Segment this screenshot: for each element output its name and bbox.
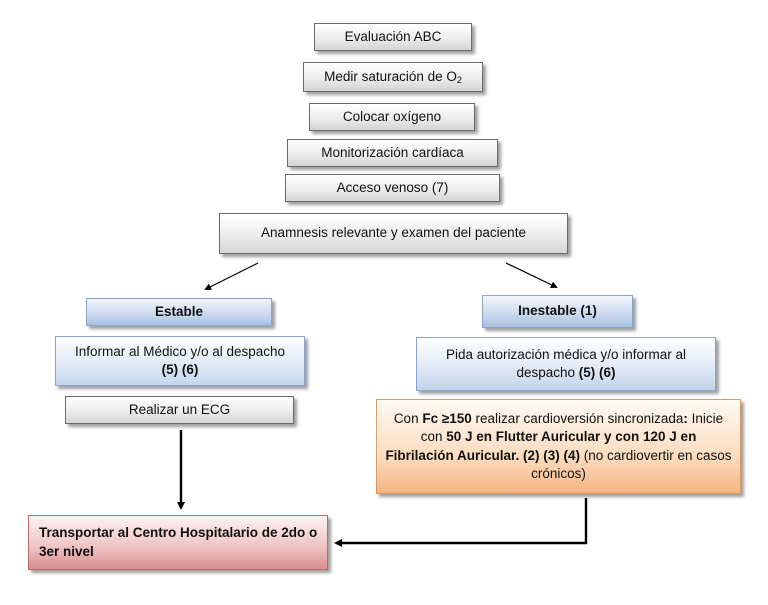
cardio-part-4: (no cardiovertir en casos crónicos) bbox=[531, 447, 732, 481]
stable-title: Estable bbox=[154, 303, 204, 319]
o2-subscript: 2 bbox=[456, 74, 462, 85]
cardio-energy: 50 J en Flutter Auricular y con 120 J en… bbox=[385, 429, 697, 463]
cardioversion-box: Con Fc ≥150 realizar cardioversión sincr… bbox=[376, 399, 741, 494]
cardio-part-1: Con bbox=[393, 411, 423, 427]
step-saturation: Medir saturación de O2 bbox=[303, 62, 483, 92]
unstable-auth-text: Pida autorización médica y/o informar al… bbox=[417, 346, 715, 382]
stable-inform-text: Informar al Médico y/o al despacho (5) (6… bbox=[75, 343, 285, 379]
stable-inform-box: Informar al Médico y/o al despacho (5) (6… bbox=[55, 336, 305, 386]
step-oxygen-label: Colocar oxígeno bbox=[342, 108, 442, 124]
step-venous: Acceso venoso (7) bbox=[285, 174, 500, 202]
stable-inform-refs: (5) (6) bbox=[161, 362, 199, 377]
saturation-text: Medir saturación de O bbox=[324, 68, 457, 84]
arrow-cardio-to-transport bbox=[334, 498, 588, 547]
cardio-part-3: Inicie con bbox=[420, 411, 724, 445]
step-abc-label: Evaluación ABC bbox=[344, 28, 442, 44]
cardio-colon: : bbox=[683, 411, 688, 427]
stable-header: Estable bbox=[86, 298, 272, 326]
cardio-part-2: realizar cardioversión sincronizada bbox=[471, 411, 684, 427]
step-abc: Evaluación ABC bbox=[314, 23, 472, 51]
step-anamnesis: Anamnesis relevante y examen del pacient… bbox=[219, 213, 568, 254]
unstable-auth-box: Pida autorización médica y/o informar al… bbox=[416, 337, 716, 391]
ecg-label: Realizar un ECG bbox=[128, 401, 231, 417]
unstable-header: Inestable (1) bbox=[482, 295, 633, 328]
step-saturation-label: Medir saturación de O2 bbox=[324, 68, 462, 86]
step-monitor-label: Monitorización cardíaca bbox=[321, 144, 464, 160]
transport-label: Transportar al Centro Hospitalario de 2d… bbox=[39, 525, 318, 559]
stable-inform-label: Informar al Médico y/o al despacho bbox=[74, 343, 286, 359]
unstable-title: Inestable (1) bbox=[518, 303, 597, 319]
ecg-box: Realizar un ECG bbox=[65, 396, 294, 424]
cardio-fc: Fc ≥150 bbox=[422, 411, 472, 427]
step-monitor: Monitorización cardíaca bbox=[287, 139, 498, 167]
arrow-to-unstable bbox=[505, 262, 558, 288]
step-anamnesis-label: Anamnesis relevante y examen del pacient… bbox=[261, 225, 526, 241]
cardioversion-text: Con Fc ≥150 realizar cardioversión sincr… bbox=[377, 410, 740, 483]
step-oxygen: Colocar oxígeno bbox=[309, 103, 475, 131]
transport-box: Transportar al Centro Hospitalario de 2d… bbox=[28, 515, 328, 570]
step-venous-label: Acceso venoso (7) bbox=[336, 179, 449, 195]
unstable-auth-label: Pida autorización médica y/o informar al… bbox=[445, 346, 687, 380]
unstable-auth-refs: (5) (6) bbox=[578, 365, 616, 380]
arrow-to-stable bbox=[204, 262, 259, 290]
